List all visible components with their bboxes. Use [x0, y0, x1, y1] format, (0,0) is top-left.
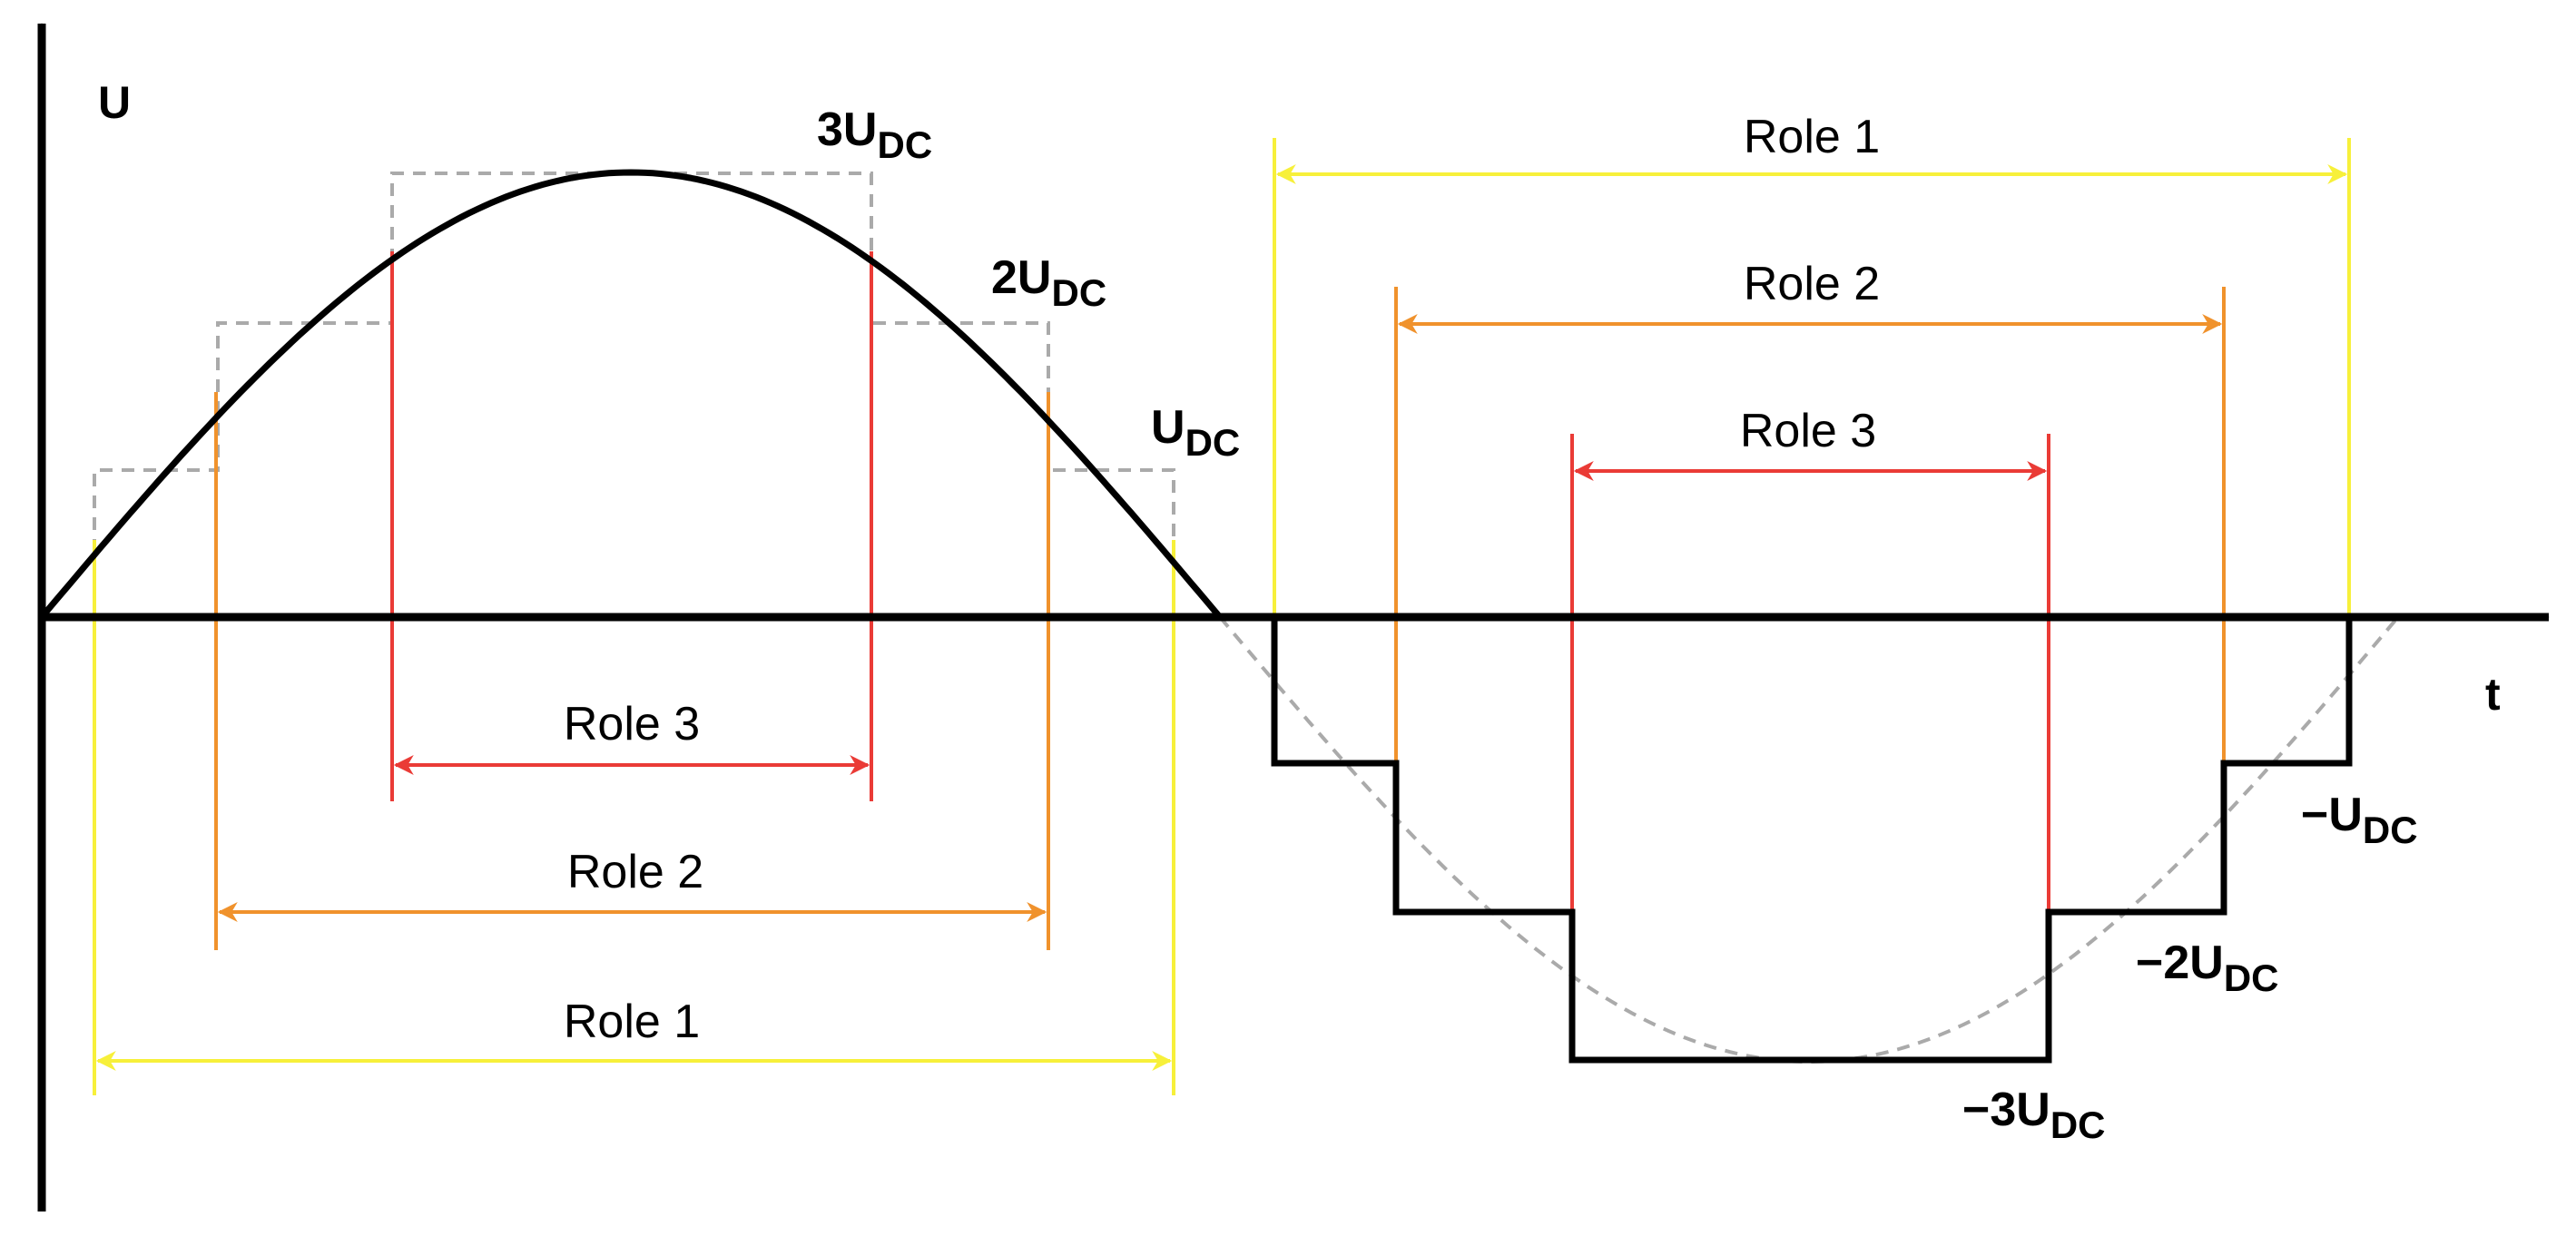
negative-staircase-waveform: [1271, 617, 2353, 1064]
level-label-neg-udc: −UDC: [2301, 789, 2418, 851]
level-label-3udc: 3UDC: [817, 103, 932, 166]
positive-staircase-guide: [93, 172, 1175, 617]
role3-label-positive: Role 3: [564, 698, 700, 750]
level-label-neg-2udc: −2UDC: [2136, 937, 2279, 999]
role3-label-negative: Role 3: [1740, 405, 1876, 457]
positive-sine-waveform: [39, 169, 1223, 620]
negative-sine-guide: [1218, 615, 2400, 1064]
t-axis-label: t: [2485, 669, 2501, 720]
role1-label-negative: Role 1: [1744, 111, 1880, 163]
level-label-neg-3udc: −3UDC: [1962, 1084, 2106, 1146]
role1-label-positive: Role 1: [564, 996, 700, 1048]
u-axis-label: U: [98, 77, 131, 128]
level-label-2udc: 2UDC: [991, 251, 1106, 314]
role2-label-negative: Role 2: [1744, 258, 1880, 310]
role2-label-positive: Role 2: [567, 846, 703, 898]
level-label-udc: UDC: [1151, 401, 1240, 464]
